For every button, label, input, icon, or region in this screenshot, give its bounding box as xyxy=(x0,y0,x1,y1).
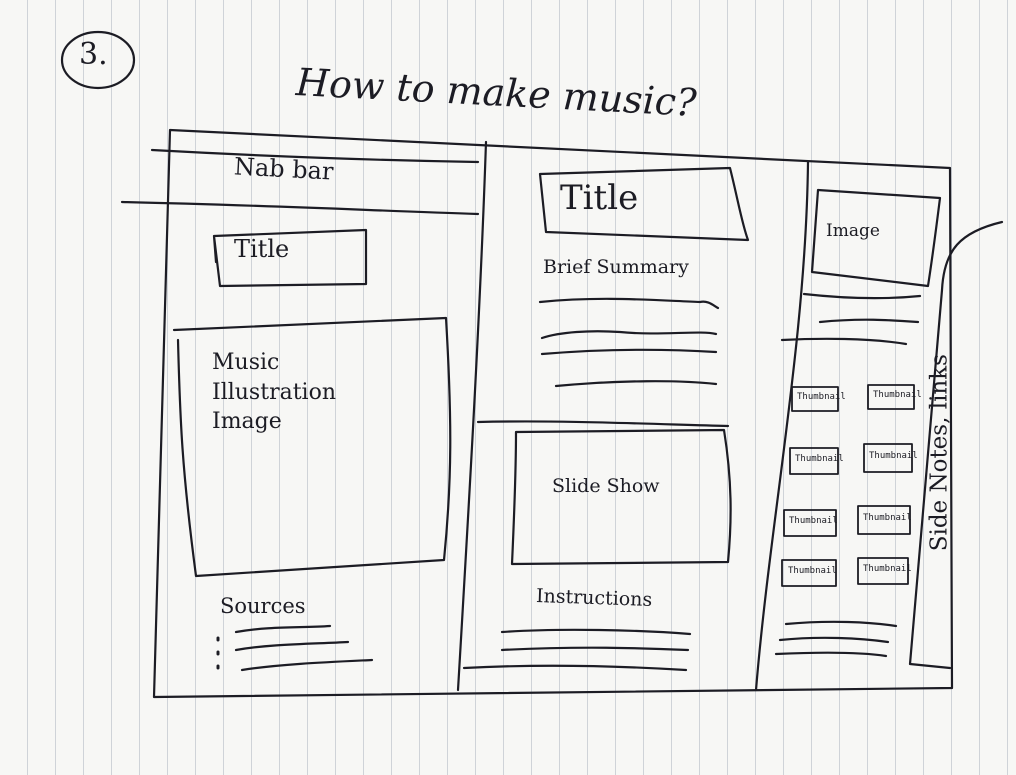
summary-lines xyxy=(538,297,720,388)
thumbnail-box-5 xyxy=(783,509,837,537)
thumbnail-box-3 xyxy=(789,447,839,475)
sources-lines xyxy=(234,624,374,672)
slideshow-box xyxy=(510,428,732,566)
thumbnail-box-7 xyxy=(781,559,837,587)
instructions-lines xyxy=(462,628,692,672)
right-image-box xyxy=(810,188,942,288)
illustration-box xyxy=(172,316,452,578)
illustration-label: Music Illustration Image xyxy=(212,350,336,435)
nav-bar-bottom-line xyxy=(120,200,480,216)
center-title-label: Title xyxy=(560,178,639,218)
nav-bar-top-line xyxy=(150,148,480,164)
thumbnail-label: Thumbnail xyxy=(795,454,844,464)
thumbnail-box-8 xyxy=(857,557,909,585)
thumbnail-label: Thumbnail xyxy=(869,451,918,461)
center-mid-divider xyxy=(476,420,730,428)
thumbnail-box-2 xyxy=(867,384,915,410)
right-bottom-lines xyxy=(774,620,898,658)
thumbnail-label: Thumbnail xyxy=(788,566,837,576)
page-number: 3. xyxy=(79,37,108,72)
divider-left-center xyxy=(456,140,488,692)
side-notes-panel xyxy=(908,220,1004,670)
thumbnail-label: Thumbnail xyxy=(797,392,846,402)
divider-center-right xyxy=(754,160,810,692)
image-caption-lines xyxy=(802,292,922,324)
brief-summary-label: Brief Summary xyxy=(543,256,689,278)
thumbnail-box-4 xyxy=(863,443,913,473)
right-image-label: Image xyxy=(826,221,880,241)
instructions-label: Instructions xyxy=(535,584,653,612)
thumbnail-label: Thumbnail xyxy=(863,513,912,523)
slideshow-label: Slide Show xyxy=(552,475,660,497)
left-title-box xyxy=(212,228,368,288)
side-notes-label: Side Notes, links xyxy=(926,354,953,552)
thumbnail-grid xyxy=(781,384,915,587)
thumbnail-box-6 xyxy=(857,505,911,535)
center-title-box xyxy=(538,166,750,242)
page-number-circle xyxy=(60,30,136,90)
thumbnail-label: Thumbnail xyxy=(789,516,838,526)
outer-frame xyxy=(152,128,954,699)
divider-right-inner xyxy=(780,337,908,346)
sources-label: Sources xyxy=(220,594,306,618)
left-title-label: Title xyxy=(234,235,290,263)
nav-bar-label: Nab bar xyxy=(233,152,335,186)
thumbnail-box-1 xyxy=(791,386,839,412)
thumbnail-label: Thumbnail xyxy=(873,390,922,400)
thumbnail-label: Thumbnail xyxy=(863,564,912,574)
